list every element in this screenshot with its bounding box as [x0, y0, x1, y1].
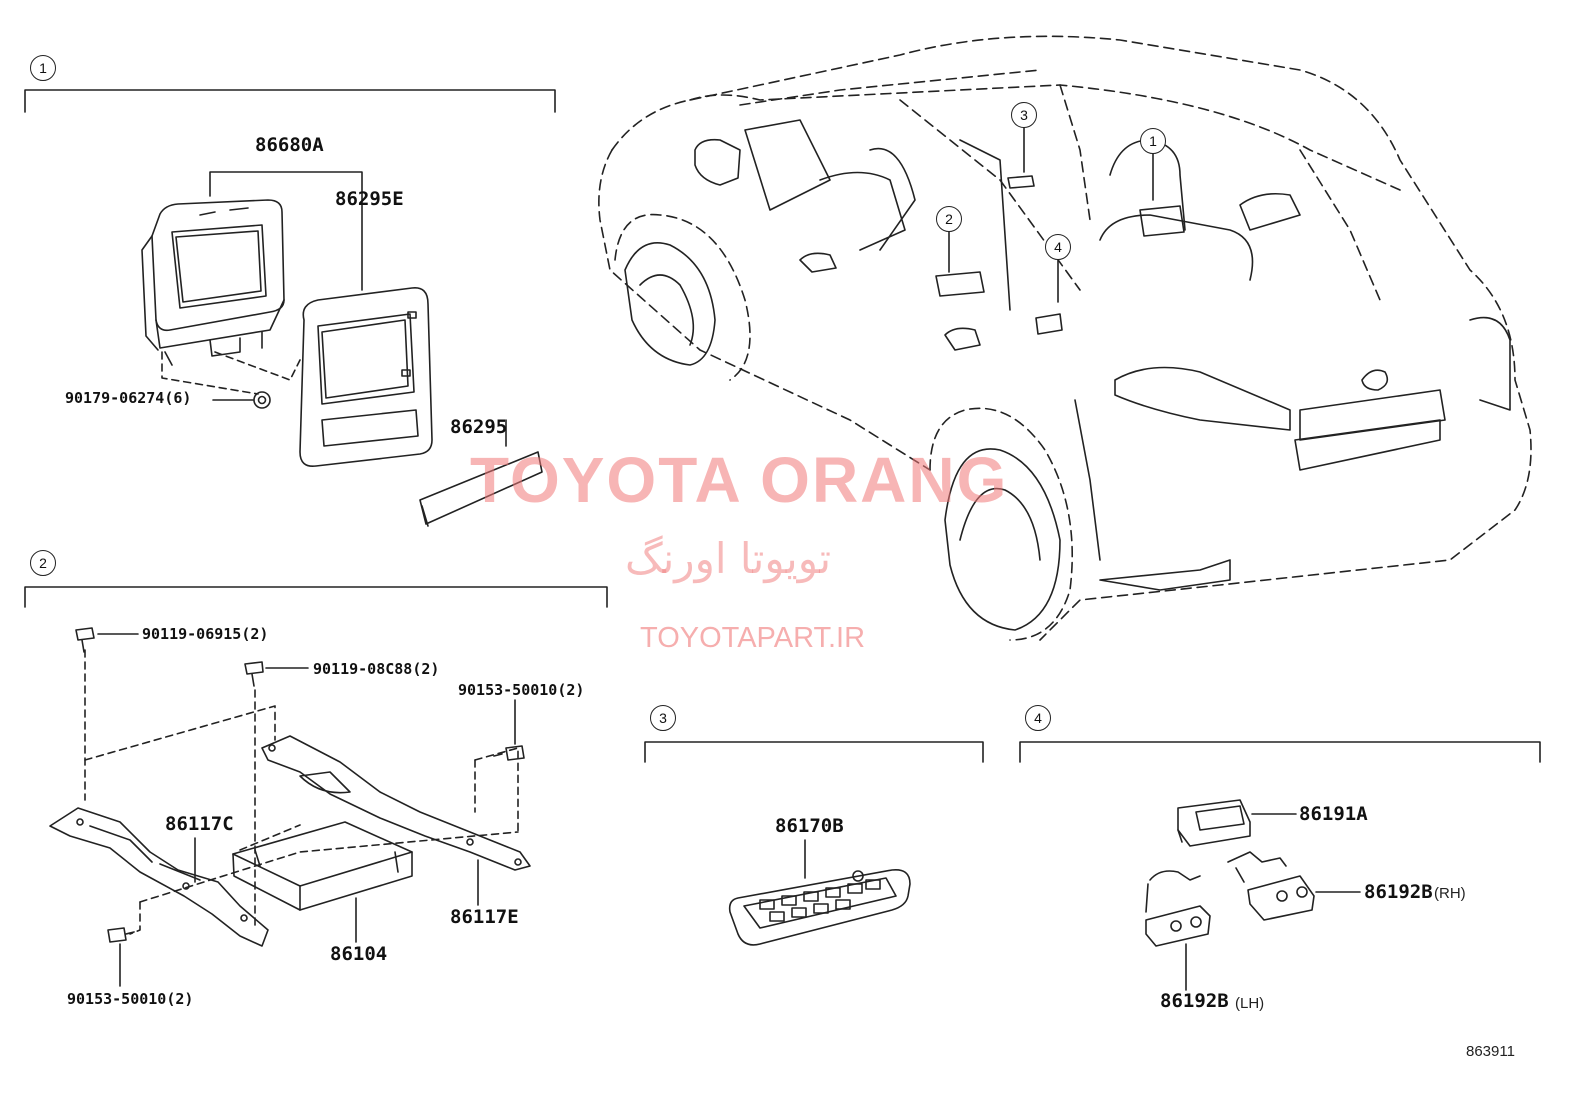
side-label-rh: (RH) — [1434, 885, 1466, 902]
switch-86192B-lh — [1145, 870, 1211, 947]
section-1-number: 1 — [30, 55, 56, 81]
bolt-leader-dash — [161, 351, 301, 395]
part-label-86117E: 86117E — [450, 906, 519, 928]
bolt-90179 — [253, 391, 271, 409]
part-label-90153-50010-b: 90153-50010(2) — [67, 990, 194, 1008]
side-label-lh: (LH) — [1235, 995, 1265, 1012]
bracket-86117C — [49, 807, 269, 947]
bracket-86117E — [261, 735, 531, 871]
section-2-bracket — [24, 586, 608, 608]
monitor-unit-86680A — [141, 199, 285, 366]
section-3-number: 3 — [650, 705, 676, 731]
car-callout-2: 2 — [936, 206, 962, 232]
part-label-86680A: 86680A — [255, 134, 324, 156]
part-label-90119-08C88: 90119-08C88(2) — [313, 660, 440, 678]
leader-86680A — [209, 171, 363, 291]
diagram-reference-number: 863911 — [1466, 1043, 1515, 1060]
section-4-bracket — [1019, 741, 1541, 763]
section-2-number: 2 — [30, 550, 56, 576]
part-label-86295E: 86295E — [335, 188, 404, 210]
part-label-86170B: 86170B — [775, 815, 844, 837]
part-label-90119-06915: 90119-06915(2) — [142, 625, 269, 643]
car-callout-4: 4 — [1045, 234, 1071, 260]
bolt-90119-06915 — [75, 627, 95, 653]
part-label-86192B-lh: 86192B — [1160, 990, 1229, 1012]
section-3-bracket — [644, 741, 984, 763]
part-label-90179-06274: 90179-06274(6) — [65, 389, 192, 407]
car-callout-1: 1 — [1140, 128, 1166, 154]
remote-control-86170B — [728, 868, 911, 946]
part-label-86104: 86104 — [330, 943, 388, 965]
cover-plate-86295 — [419, 451, 543, 527]
section-1-bracket — [24, 89, 556, 113]
car-callout-3: 3 — [1011, 102, 1037, 128]
vehicle-outline — [598, 35, 1532, 641]
section-2-dash-guides — [84, 649, 519, 935]
part-label-86117C: 86117C — [165, 813, 234, 835]
part-label-86295: 86295 — [450, 416, 508, 438]
switch-86192B-rh — [1227, 851, 1315, 921]
bolt-90153-a — [493, 745, 525, 761]
switch-86191A — [1177, 799, 1251, 847]
part-label-86191A: 86191A — [1299, 803, 1368, 825]
watermark-brand: TOYOTA ORANG — [470, 444, 1009, 516]
bolt-90153-b — [107, 927, 135, 943]
watermark-brand-persian: تویوتا اورنگ — [625, 534, 832, 583]
watermark-site: TOYOTAPART.IR — [640, 622, 866, 654]
part-label-90153-50010-a: 90153-50010(2) — [458, 681, 585, 699]
module-86104 — [232, 821, 413, 911]
part-label-86192B-rh: 86192B — [1364, 881, 1433, 903]
bolt-90119-08C88 — [244, 661, 264, 687]
cover-frame-86295E — [299, 287, 433, 468]
section-4-number: 4 — [1025, 705, 1051, 731]
